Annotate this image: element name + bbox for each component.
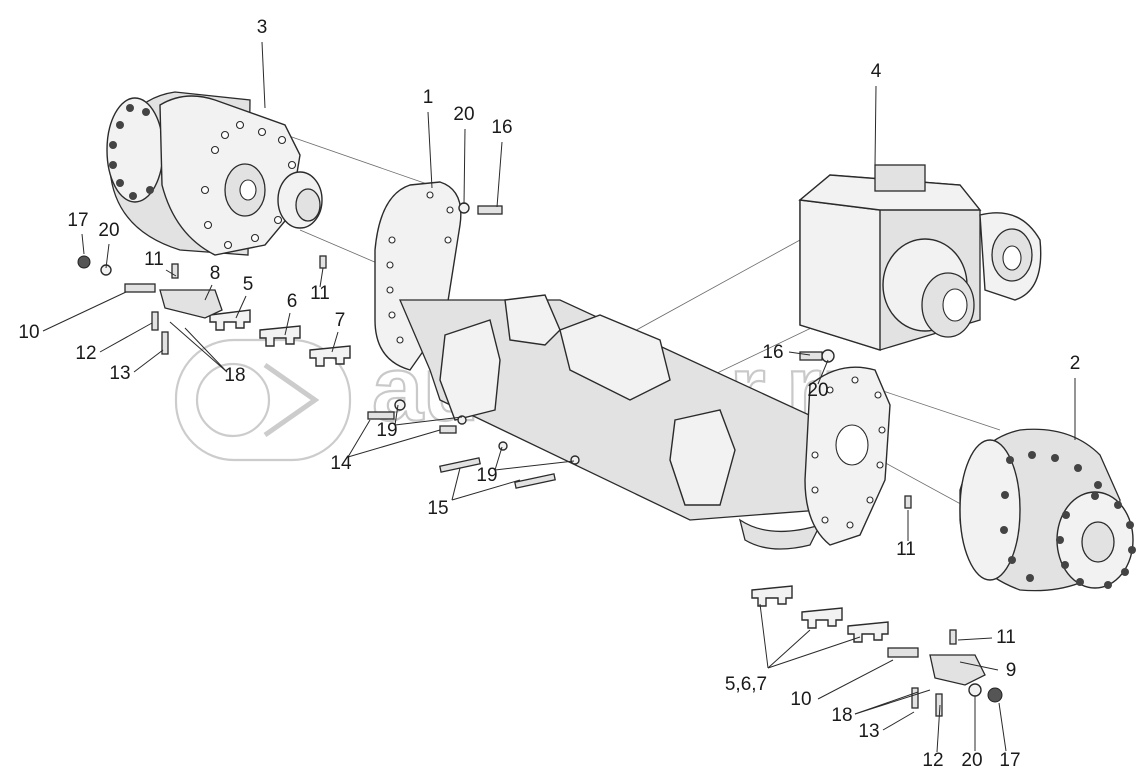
callout-c11b: 11 xyxy=(310,283,330,304)
leader-line-c1 xyxy=(427,111,433,189)
leader-line-c567 xyxy=(767,636,861,669)
callout-c20b: 20 xyxy=(453,104,474,125)
leader-line-c9 xyxy=(959,661,999,671)
callout-c11c: 11 xyxy=(896,539,916,560)
leader-lines xyxy=(42,41,1076,753)
callout-c17a: 17 xyxy=(67,210,88,231)
callout-c5: 5 xyxy=(243,274,254,295)
callout-c567: 5,6,7 xyxy=(725,674,767,695)
callout-c19b: 19 xyxy=(476,465,497,486)
leader-line-c20c xyxy=(817,359,829,385)
callout-c17b: 17 xyxy=(999,750,1020,771)
leader-line-c17a xyxy=(81,233,85,255)
callout-c13b: 13 xyxy=(858,721,879,742)
leader-line-c11a xyxy=(165,269,177,277)
callout-c18a: 18 xyxy=(224,365,245,386)
frame-fasteners xyxy=(319,202,912,509)
callout-c19a: 19 xyxy=(376,420,397,441)
leader-line-c19b xyxy=(494,446,503,471)
callout-c13a: 13 xyxy=(109,363,130,384)
leader-line-c18a xyxy=(169,321,228,373)
callout-c12a: 12 xyxy=(75,343,96,364)
callout-c3: 3 xyxy=(257,17,268,38)
leader-line-c11b xyxy=(319,267,324,288)
leader-line-c20a xyxy=(105,243,110,269)
callout-c12b: 12 xyxy=(922,750,943,771)
leader-line-c17b xyxy=(998,702,1007,752)
leader-line-c12a xyxy=(99,322,153,353)
callout-c6: 6 xyxy=(287,291,298,312)
leader-line-c4 xyxy=(874,85,877,167)
differential-gearbox xyxy=(798,164,1042,351)
callout-c10a: 10 xyxy=(18,322,39,343)
leader-line-c15 xyxy=(451,479,521,501)
leader-line-c14 xyxy=(347,419,371,458)
leader-line-c19a xyxy=(394,416,463,426)
leader-line-c6 xyxy=(284,312,291,336)
callout-c8: 8 xyxy=(210,263,221,284)
leader-line-c19a xyxy=(394,404,399,426)
leader-line-c3 xyxy=(261,41,266,109)
callout-c1: 1 xyxy=(423,87,434,108)
leader-line-c20b xyxy=(463,128,466,205)
leader-line-c15 xyxy=(451,467,461,501)
callout-c18b: 18 xyxy=(831,705,852,726)
leader-line-c13a xyxy=(133,349,164,373)
leader-line-c567 xyxy=(767,629,811,669)
leader-line-c14 xyxy=(347,429,441,458)
leader-line-c567 xyxy=(759,603,769,669)
callout-c10b: 10 xyxy=(790,689,811,710)
callout-c7: 7 xyxy=(335,310,346,331)
callout-c16a: 16 xyxy=(491,117,512,138)
leader-line-c10b xyxy=(817,659,894,700)
callout-c14: 14 xyxy=(330,453,352,474)
right-wheel-hub xyxy=(959,428,1136,592)
callout-c20c: 20 xyxy=(807,380,828,401)
leader-line-c13b xyxy=(882,711,915,731)
leader-line-c8 xyxy=(204,284,213,301)
callout-labels: 1234567891010111111111212131314151616171… xyxy=(18,17,1080,771)
callout-c2: 2 xyxy=(1070,353,1081,374)
leader-line-c18a xyxy=(184,327,228,373)
leader-line-c16a xyxy=(496,141,503,208)
left-wheel-hub xyxy=(106,91,323,256)
right-brake-pads xyxy=(751,585,1003,717)
axle-housing xyxy=(374,181,891,550)
callout-c15: 15 xyxy=(427,498,448,519)
callout-c9: 9 xyxy=(1006,660,1017,681)
callout-c11d: 11 xyxy=(996,627,1016,648)
leader-line-c12b xyxy=(936,704,941,753)
leader-line-c16b xyxy=(788,351,811,356)
leader-line-c5 xyxy=(235,295,247,319)
leader-line-c19b xyxy=(494,460,575,471)
callout-c20a: 20 xyxy=(98,220,119,241)
callout-c4: 4 xyxy=(871,61,882,82)
leader-line-c11d xyxy=(957,637,993,641)
callout-c16b: 16 xyxy=(762,342,783,363)
leader-line-c10a xyxy=(42,291,127,332)
callout-c20d: 20 xyxy=(961,750,982,771)
leader-line-c7 xyxy=(331,331,339,353)
leader-line-c18b xyxy=(854,689,931,715)
callout-c11a: 11 xyxy=(144,249,164,270)
